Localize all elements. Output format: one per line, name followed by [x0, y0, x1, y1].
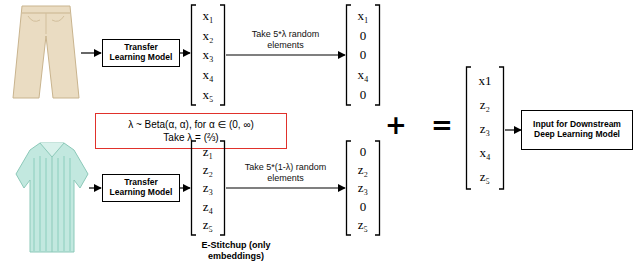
vector-entry: z₅: [203, 218, 213, 231]
operator-symbol: =: [430, 112, 454, 138]
box-label: Transfer Learning Model: [106, 43, 176, 63]
vector-entry: z₅: [358, 218, 368, 231]
vector-entry: z₃: [358, 181, 368, 194]
vector-entry: x₃: [202, 48, 213, 61]
formula-text: λ ~ Beta(α, α), for α ∈ (0, ∞): [128, 118, 254, 131]
vector-entry: x₅: [202, 88, 213, 101]
vector-entry: z₅: [480, 170, 490, 183]
vector-entry: 0: [360, 88, 367, 101]
vector-entry: z₄: [203, 200, 213, 213]
box-label: Input for Downstream Deep Learning Model: [525, 120, 629, 140]
vector-entry: x₁: [202, 9, 213, 22]
method-caption: E-Stitchup (only embeddings): [184, 240, 288, 262]
edge-label: Take 5*(1-λ) random elements: [244, 162, 328, 184]
vector-entry: x₄: [202, 68, 213, 81]
vector-entry: 0: [360, 200, 367, 213]
flow-arrow: [505, 129, 521, 130]
vector-entry: 0: [360, 145, 367, 158]
flow-arrow: [226, 187, 345, 188]
vector-entry: x₄: [357, 68, 368, 81]
operator-symbol: +: [384, 112, 408, 138]
vector-entry: x₁: [357, 9, 368, 22]
column-vector: 0 z₂ z₃ 0 z₅: [345, 140, 381, 236]
vector-entry: z₂: [358, 163, 368, 176]
vector-entry: 0: [360, 29, 367, 42]
column-vector: x1 z₂ z₃ x₄ z₅: [465, 66, 505, 190]
column-vector: z₁ z₂ z₃ z₄ z₅: [190, 140, 226, 236]
column-vector: x₁ x₂ x₃ x₄ x₅: [190, 4, 226, 106]
input-arrow: [89, 187, 101, 188]
process-box: Transfer Learning Model: [102, 39, 180, 67]
vector-entry: z₂: [203, 163, 213, 176]
box-label: Transfer Learning Model: [106, 178, 176, 198]
vector-entry: z₂: [480, 98, 490, 111]
process-box: Input for Downstream Deep Learning Model: [521, 110, 633, 150]
edge-label: Take 5*λ random elements: [244, 29, 328, 51]
flow-arrow: [226, 54, 345, 55]
vector-entry: z₃: [203, 181, 213, 194]
vector-entry: 0: [360, 48, 367, 61]
flow-arrow: [180, 187, 190, 188]
vector-entry: z₃: [480, 122, 490, 135]
flow-arrow: [180, 52, 190, 53]
column-vector: x₁ 0 0 x₄ 0: [345, 4, 381, 106]
process-box: Transfer Learning Model: [102, 174, 180, 202]
vector-entry: x1: [479, 74, 492, 87]
vector-entry: z₁: [203, 145, 213, 158]
vector-entry: x₂: [202, 29, 213, 42]
input-arrow: [81, 52, 101, 53]
trousers-picture: [13, 6, 79, 98]
vector-entry: x₄: [479, 146, 490, 159]
shirt-picture: [16, 143, 88, 252]
